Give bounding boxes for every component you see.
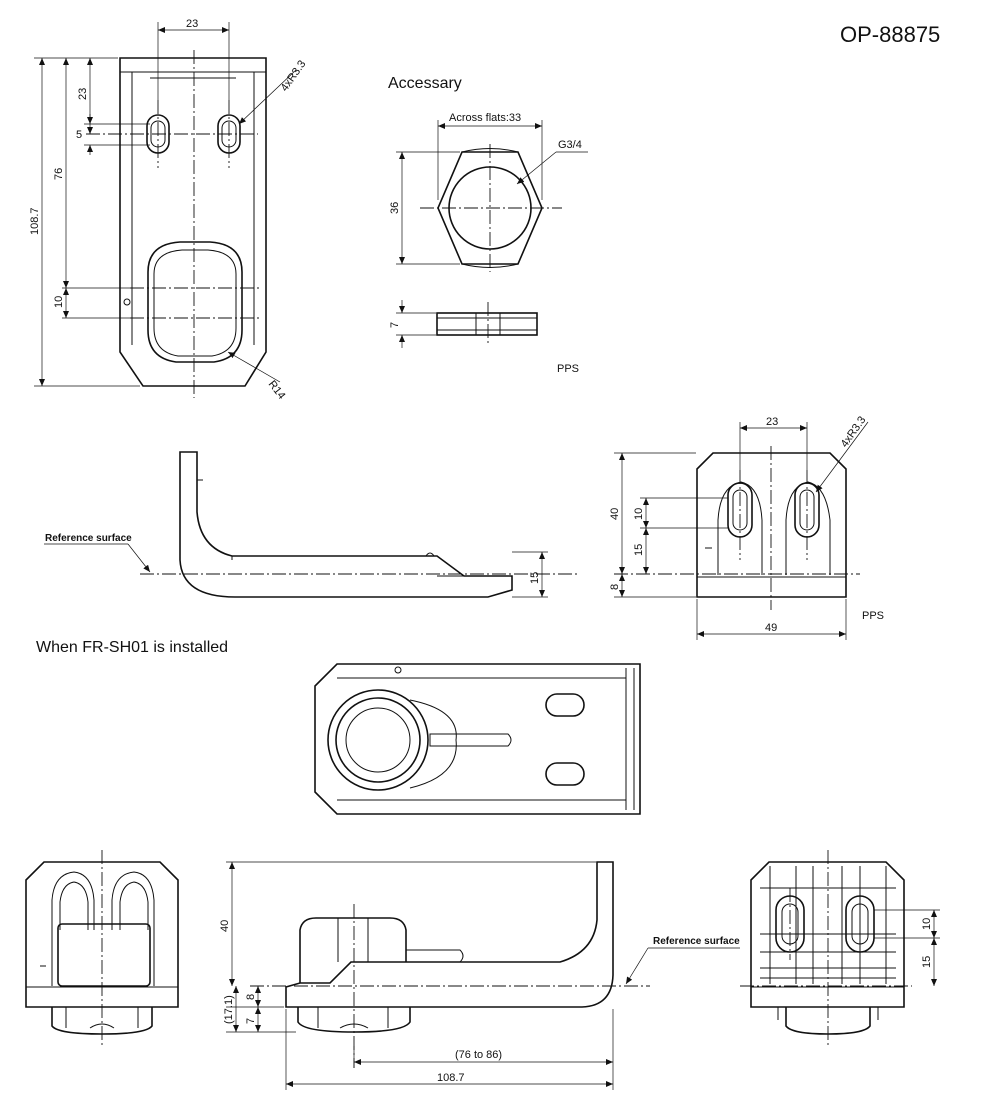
svg-text:15: 15: [633, 544, 645, 556]
svg-text:8: 8: [609, 584, 621, 590]
svg-text:5: 5: [76, 129, 82, 141]
accessary-heading: Accessary: [388, 75, 462, 92]
installed-caption: When FR-SH01 is installed: [36, 639, 228, 656]
svg-text:4xR3.3: 4xR3.3: [279, 58, 309, 93]
svg-text:108.7: 108.7: [437, 1072, 465, 1084]
installed-side-view: [250, 861, 650, 1068]
bracket-side-view: [179, 451, 513, 598]
svg-text:15: 15: [529, 572, 541, 584]
svg-text:23: 23: [77, 88, 89, 100]
installed-side-dimensions: 40 8 7 (17.1) (76 to 86) 108.7 Reference…: [219, 861, 740, 1090]
nut-side-view: 7: [389, 300, 538, 348]
svg-text:8: 8: [245, 994, 257, 1000]
svg-text:40: 40: [609, 508, 621, 520]
svg-text:10: 10: [633, 508, 645, 520]
svg-text:108.7: 108.7: [29, 207, 41, 235]
svg-text:Across flats:33: Across flats:33: [449, 112, 521, 124]
svg-text:Reference surface: Reference surface: [45, 533, 132, 544]
svg-text:4xR3.3: 4xR3.3: [839, 414, 869, 449]
nut-top-view: [420, 144, 562, 272]
svg-text:49: 49: [765, 622, 777, 634]
bracket-front-view: [614, 446, 860, 610]
svg-text:76: 76: [53, 168, 65, 180]
installed-left-view: [25, 850, 179, 1046]
svg-text:Reference surface: Reference surface: [653, 936, 740, 947]
bracket-top-view: [86, 50, 267, 398]
bracket-material: PPS: [862, 610, 884, 622]
svg-text:(76 to 86): (76 to 86): [455, 1049, 502, 1061]
svg-text:10: 10: [921, 918, 933, 930]
svg-text:40: 40: [219, 920, 231, 932]
svg-text:G3/4: G3/4: [558, 139, 582, 151]
svg-text:R14: R14: [266, 378, 288, 401]
nut-material: PPS: [557, 363, 579, 375]
drawing-number: OP-88875: [840, 22, 940, 47]
svg-text:36: 36: [389, 202, 401, 214]
svg-text:23: 23: [766, 416, 778, 428]
svg-text:(17.1): (17.1): [223, 995, 235, 1024]
installed-top-view: [314, 663, 641, 815]
nut-dimensions: Across flats:33 G3/4 36: [389, 112, 588, 265]
installed-right-dimensions: 10 15: [874, 909, 940, 986]
installed-right-view: [740, 850, 912, 1046]
svg-text:23: 23: [186, 18, 198, 30]
svg-text:10: 10: [53, 296, 65, 308]
side-view-annotations: Reference surface 15: [44, 533, 580, 598]
svg-text:7: 7: [245, 1018, 257, 1024]
svg-text:15: 15: [921, 956, 933, 968]
svg-text:7: 7: [389, 322, 401, 328]
